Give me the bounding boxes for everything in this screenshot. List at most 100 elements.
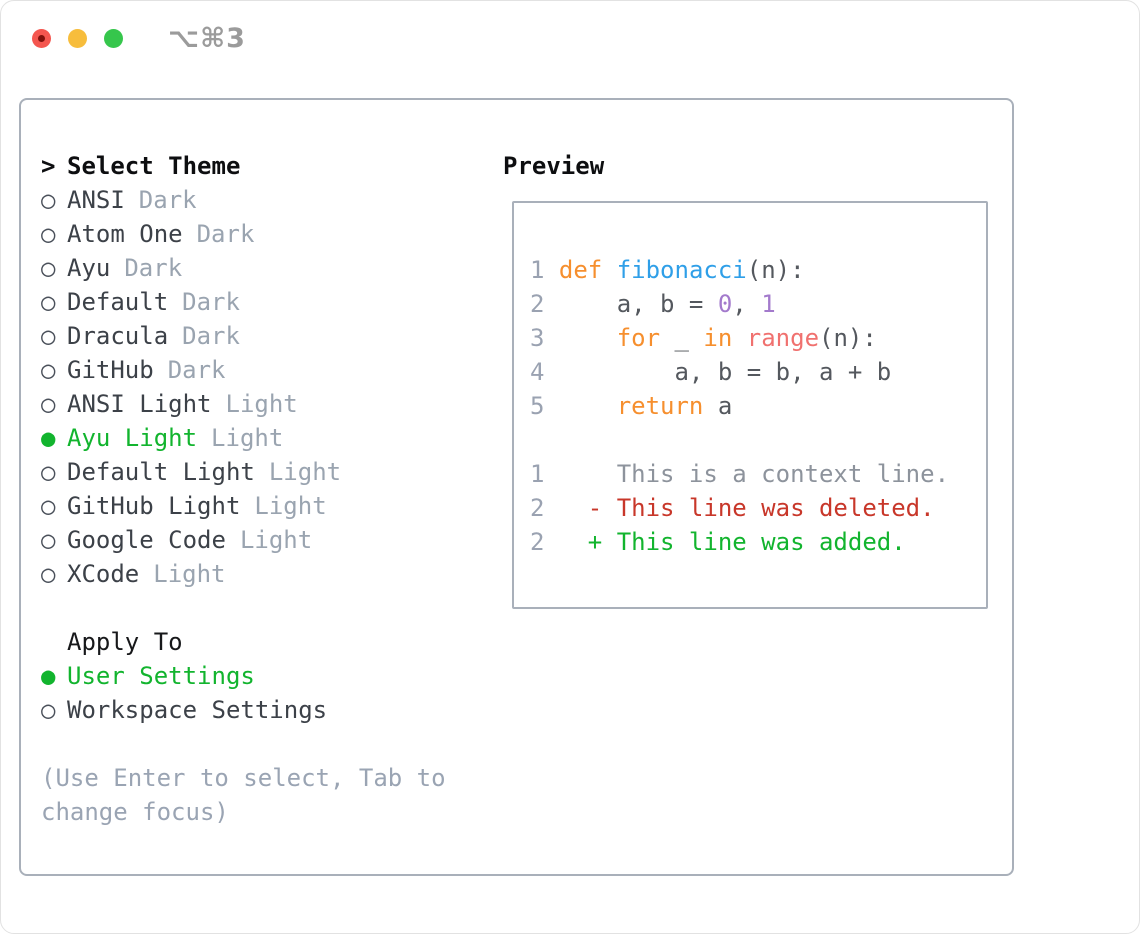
radio-unselected-icon: ○ — [41, 356, 56, 384]
code-text: - This line was deleted. — [559, 491, 935, 525]
radio-selected-icon: ● — [41, 662, 56, 690]
code-line: 2 + This line was added. — [530, 525, 986, 559]
code-line: 1 def fibonacci(n): — [530, 253, 986, 287]
code-segment: fibonacci — [616, 256, 747, 284]
code-text: return a — [559, 389, 733, 423]
theme-variant-tag: Dark — [167, 356, 226, 384]
apply-option-label: User Settings — [67, 662, 255, 690]
apply-to-title: Apply To — [67, 628, 183, 656]
theme-option-google-code[interactable]: ○ Google Code Light — [41, 523, 474, 557]
code-segment: This is a context line. — [558, 460, 950, 488]
code-line: 1 This is a context line. — [530, 457, 986, 491]
radio-unselected-icon: ○ — [41, 186, 56, 214]
code-line: 2 a, b = 0, 1 — [530, 287, 986, 321]
code-segment: range — [746, 324, 820, 352]
line-number: 1 — [530, 256, 545, 284]
theme-variant-tag: Light — [225, 390, 298, 418]
theme-name: Ayu Light — [67, 424, 198, 452]
theme-option-xcode[interactable]: ○ XCode Light — [41, 557, 474, 591]
theme-name: Default Light — [67, 458, 255, 486]
theme-name: Dracula — [67, 322, 169, 350]
radio-unselected-icon: ○ — [41, 560, 56, 588]
code-text: def fibonacci(n): — [559, 253, 805, 287]
line-number: 1 — [530, 460, 545, 488]
code-segment: a, b = — [558, 290, 718, 318]
code-segment: in — [703, 324, 733, 352]
select-theme-header: > Select Theme — [41, 149, 474, 183]
theme-variant-tag: Dark — [124, 254, 183, 282]
code-segment — [559, 392, 617, 420]
theme-option-dracula[interactable]: ○ Dracula Dark — [41, 319, 474, 353]
theme-name: Google Code — [67, 526, 226, 554]
theme-variant-tag: Light — [254, 492, 327, 520]
code-line — [530, 423, 986, 457]
theme-variant-tag: Light — [239, 526, 313, 554]
theme-option-default-light[interactable]: ○ Default Light Light — [41, 455, 474, 489]
radio-unselected-icon: ○ — [41, 288, 56, 316]
theme-name: GitHub Light — [67, 492, 241, 520]
window-titlebar: ⌥⌘3 — [1, 1, 1139, 75]
code-text: a, b = b, a + b — [559, 355, 891, 389]
apply-option-label: Workspace Settings — [67, 696, 328, 724]
theme-name: XCode — [67, 560, 140, 588]
code-text: + This line was added. — [559, 525, 906, 559]
theme-variant-tag: Dark — [138, 186, 197, 214]
code-text: a, b = 0, 1 — [559, 287, 776, 321]
apply-option-workspace-settings[interactable]: ○ Workspace Settings — [41, 693, 474, 727]
hint-text: (Use Enter to select, Tab to change focu… — [41, 764, 446, 826]
code-segment — [732, 324, 746, 352]
radio-unselected-icon: ○ — [41, 526, 56, 554]
code-segment: def — [558, 256, 603, 284]
radio-unselected-icon: ○ — [41, 696, 56, 724]
code-line: 3 for _ in range(n): — [530, 321, 986, 355]
theme-variant-tag: Light — [211, 424, 284, 452]
line-number: 4 — [530, 358, 545, 386]
radio-unselected-icon: ○ — [41, 322, 56, 350]
theme-variant-tag: Dark — [182, 322, 240, 350]
spacer — [41, 727, 474, 761]
code-text: This is a context line. — [559, 457, 949, 491]
minimize-button[interactable] — [68, 29, 87, 48]
select-theme-title: Select Theme — [67, 152, 241, 180]
code-segment — [602, 256, 616, 284]
apply-to-indent — [41, 625, 67, 659]
apply-option-user-settings[interactable]: ● User Settings — [41, 659, 474, 693]
line-number: 2 — [530, 528, 545, 556]
theme-variant-tag: Light — [268, 458, 342, 486]
zoom-button[interactable] — [104, 29, 123, 48]
code-segment — [559, 324, 617, 352]
code-segment: for — [616, 324, 661, 352]
theme-name: ANSI Light — [67, 390, 212, 418]
close-button[interactable] — [32, 29, 51, 48]
radio-unselected-icon: ○ — [41, 254, 56, 282]
radio-unselected-icon: ○ — [41, 458, 56, 486]
line-number: 2 — [530, 494, 545, 522]
code-segment: (n): — [746, 256, 805, 284]
theme-name: GitHub — [67, 356, 154, 384]
code-line: 5 return a — [530, 389, 986, 423]
preview-title: Preview — [503, 152, 605, 180]
theme-option-github[interactable]: ○ GitHub Dark — [41, 353, 474, 387]
theme-variant-tag: Dark — [196, 220, 255, 248]
window-shortcut-label: ⌥⌘3 — [168, 23, 246, 54]
code-segment: - This line was deleted. — [558, 494, 935, 522]
apply-to-options: ● User Settings ○ Workspace Settings — [41, 659, 474, 727]
code-segment: 0 — [717, 290, 733, 318]
theme-name: Atom One — [67, 220, 183, 248]
code-segment: (n): — [819, 324, 877, 352]
code-line: 2 - This line was deleted. — [530, 491, 986, 525]
line-number — [530, 423, 559, 457]
theme-variant-tag: Light — [153, 560, 226, 588]
code-segment: + This line was added. — [558, 528, 906, 556]
